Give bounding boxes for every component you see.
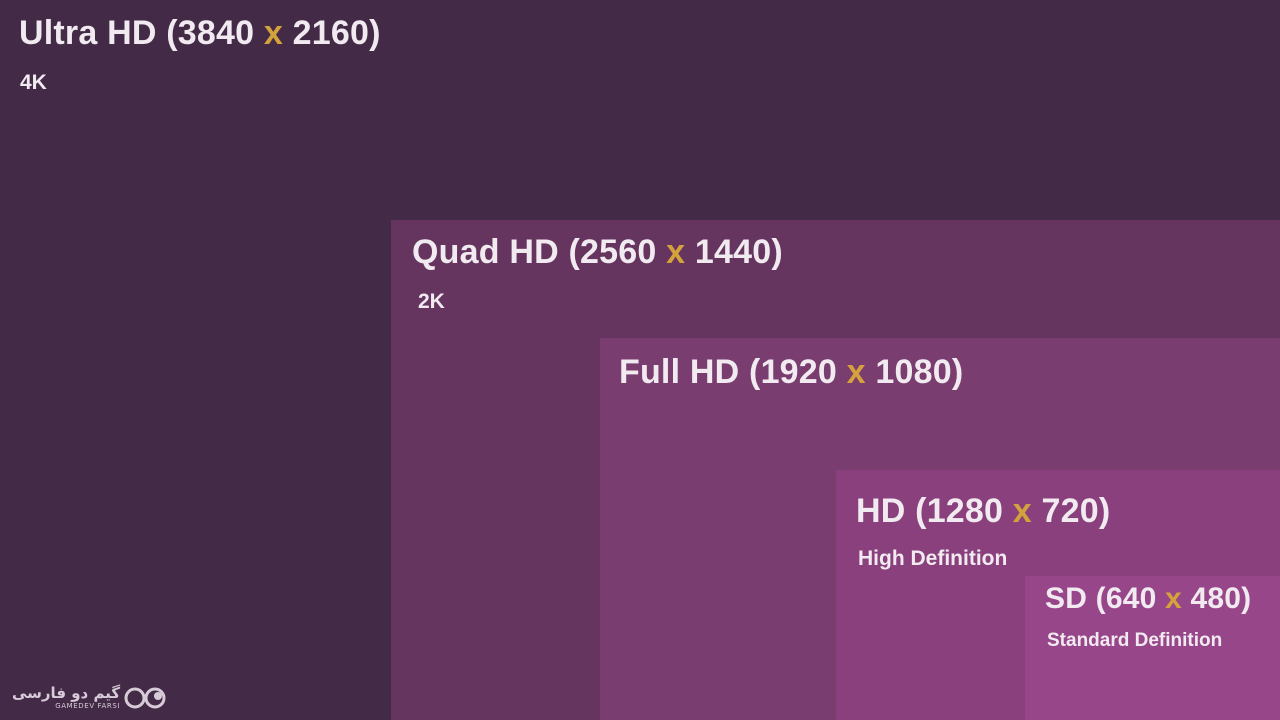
resolution-name: HD <box>856 492 906 530</box>
resolution-title-sd: SD (640 x 480) <box>1045 582 1252 615</box>
times-separator: x <box>263 14 283 52</box>
resolution-subtitle-2k: 2K <box>418 290 445 313</box>
resolution-height: 720 <box>1041 492 1099 530</box>
resolution-title-2k: Quad HD (2560 x 1440) <box>412 233 783 271</box>
resolution-height: 1440 <box>694 233 772 271</box>
resolution-width: 1920 <box>760 353 837 391</box>
resolution-title-hd: HD (1280 x 720) <box>856 492 1111 530</box>
resolution-height: 1080 <box>875 353 952 391</box>
resolution-height: 2160 <box>292 14 370 52</box>
resolution-title-full-hd: Full HD (1920 x 1080) <box>619 353 964 391</box>
resolution-height: 480 <box>1190 582 1242 615</box>
resolution-name: Quad HD <box>412 233 559 271</box>
gamedev-farsi-logo-icon <box>124 686 168 710</box>
resolution-name: SD <box>1045 582 1088 615</box>
resolution-subtitle-sd: Standard Definition <box>1047 630 1223 651</box>
resolution-name: Ultra HD <box>19 14 157 52</box>
resolution-name: Full HD <box>619 353 740 391</box>
logo-text-en: GAMEDEV FARSI <box>55 702 121 710</box>
times-separator: x <box>1165 582 1182 615</box>
resolution-box-sd: SD (640 x 480) Standard Definition <box>1025 576 1280 720</box>
resolution-width: 3840 <box>177 14 255 52</box>
times-separator: x <box>1012 492 1032 530</box>
resolution-width: 1280 <box>926 492 1004 530</box>
times-separator: x <box>846 353 866 391</box>
logo-text-fa: گیم دو فارسی <box>12 684 121 702</box>
times-separator: x <box>666 233 686 271</box>
resolution-title-4k: Ultra HD (3840 x 2160) <box>19 14 381 52</box>
logo-text: گیم دو فارسی GAMEDEV FARSI <box>12 686 120 710</box>
resolution-subtitle-4k: 4K <box>20 71 47 94</box>
resolution-width: 640 <box>1105 582 1157 615</box>
gamedev-farsi-logo: گیم دو فارسی GAMEDEV FARSI <box>12 684 168 712</box>
resolution-width: 2560 <box>580 233 657 271</box>
resolution-subtitle-hd: High Definition <box>858 547 1008 570</box>
